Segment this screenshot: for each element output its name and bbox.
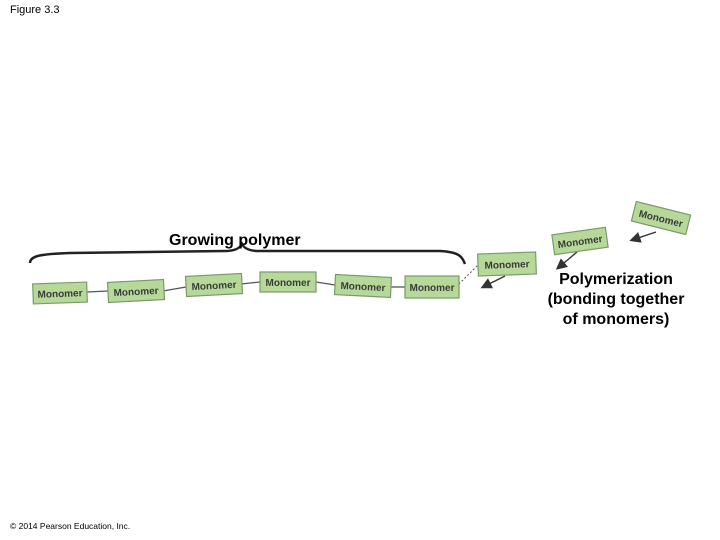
arrow bbox=[480, 275, 506, 289]
arrow bbox=[629, 231, 657, 243]
figure-label: Figure 3.3 bbox=[10, 4, 60, 16]
monomer: Monomer bbox=[477, 251, 537, 277]
polymerization-label-line: of monomers) bbox=[562, 311, 670, 328]
bond-line bbox=[86, 290, 109, 293]
monomer: Monomer bbox=[184, 272, 244, 298]
bond-lines bbox=[86, 281, 405, 293]
polymerization-label: Polymerization (bonding together of mono… bbox=[530, 270, 702, 330]
bond-dotted-line bbox=[455, 264, 479, 288]
monomer-label: Monomer bbox=[113, 286, 159, 299]
monomer-label: Monomer bbox=[410, 283, 455, 294]
monomer-label: Monomer bbox=[37, 288, 82, 301]
bond-line bbox=[240, 281, 261, 285]
bond-line bbox=[315, 281, 336, 286]
polymerization-label-line: (bonding together bbox=[547, 291, 685, 308]
arrows bbox=[480, 231, 657, 289]
monomer-label: Monomer bbox=[340, 281, 386, 294]
polymerization-label-line: Polymerization bbox=[559, 271, 673, 288]
monomer: Monomer bbox=[106, 278, 166, 304]
monomer: Monomer bbox=[630, 200, 692, 236]
monomer: Monomer bbox=[333, 273, 393, 299]
monomer-label: Monomer bbox=[191, 280, 237, 293]
monomer: Monomer bbox=[404, 275, 460, 299]
copyright-notice: © 2014 Pearson Education, Inc. bbox=[10, 521, 131, 531]
polymer-brace bbox=[28, 241, 467, 265]
monomer: Monomer bbox=[32, 281, 88, 305]
arrow bbox=[555, 251, 578, 270]
growing-polymer-label: Growing polymer bbox=[169, 232, 301, 249]
bond-line bbox=[162, 286, 187, 292]
monomer-label: Monomer bbox=[484, 259, 529, 272]
monomer: Monomer bbox=[259, 271, 317, 293]
monomer: Monomer bbox=[551, 226, 609, 256]
monomer-label: Monomer bbox=[266, 278, 311, 289]
